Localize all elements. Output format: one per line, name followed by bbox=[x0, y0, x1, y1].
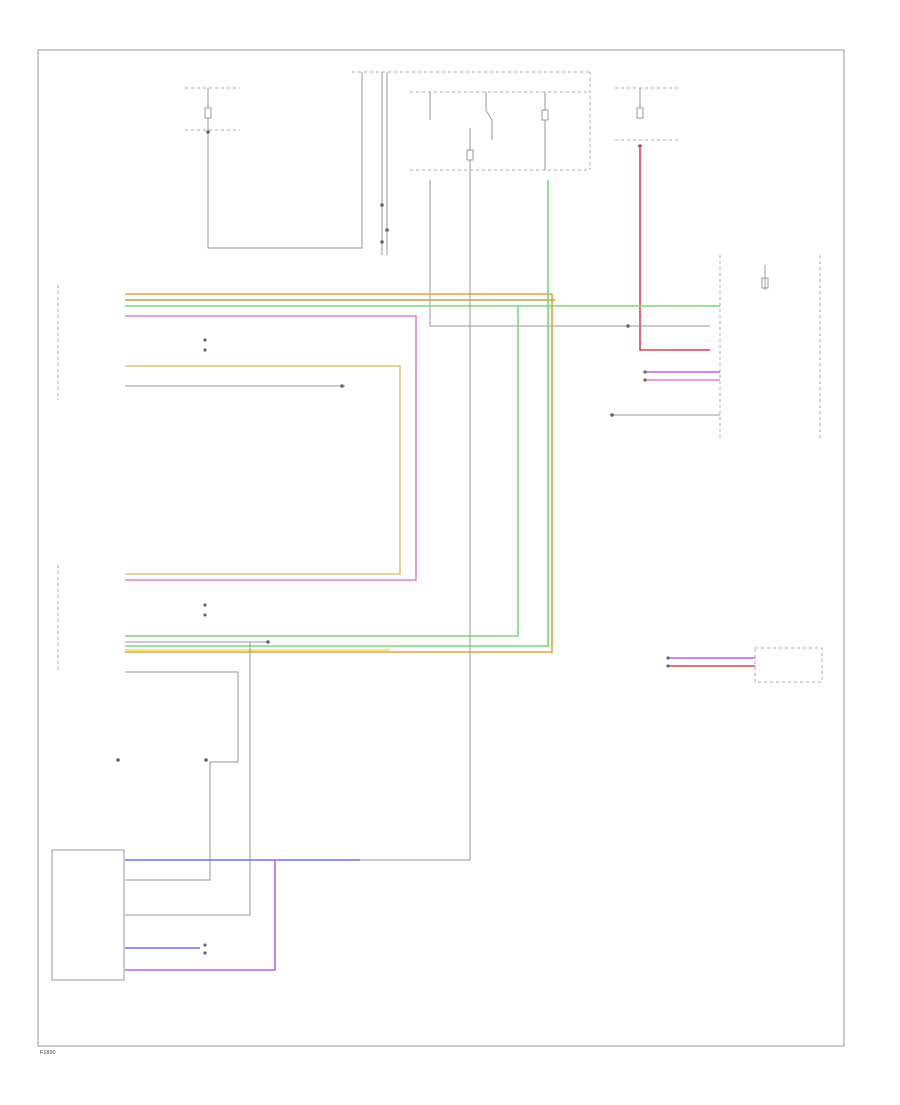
wire-pink-bus bbox=[125, 315, 417, 581]
fuse-block-top-right bbox=[615, 87, 680, 148]
bcm-connector bbox=[610, 255, 821, 440]
transfer-case-module bbox=[51, 849, 125, 981]
wire-red bbox=[639, 146, 710, 351]
wire-tan bbox=[125, 365, 401, 575]
fuse-relay-box-top bbox=[352, 71, 591, 255]
footer-code: F1890 bbox=[40, 1050, 56, 1056]
fuse-block-top-left bbox=[185, 72, 363, 249]
instrument-cluster-connector bbox=[666, 647, 823, 683]
diagram-frame bbox=[37, 49, 845, 1047]
wire-violet bbox=[125, 860, 276, 971]
